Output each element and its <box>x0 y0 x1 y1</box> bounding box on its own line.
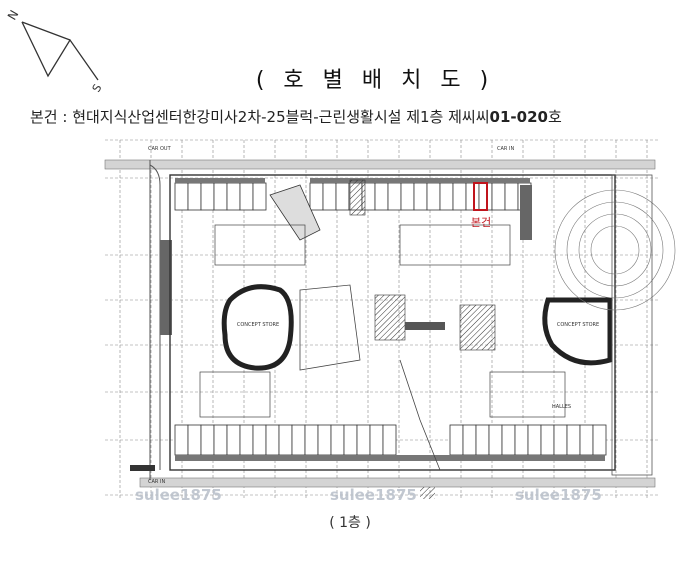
unit-cell <box>239 182 254 211</box>
unit-cell <box>553 424 568 456</box>
unit-cell <box>439 182 454 211</box>
unit-cell <box>343 424 358 456</box>
unit-cell <box>400 182 415 211</box>
unit-cell <box>488 424 503 456</box>
unit-cell <box>356 424 371 456</box>
unit-cell <box>374 182 389 211</box>
unit-cell <box>426 182 441 211</box>
halles-label: HALLES <box>552 404 571 410</box>
unit-cell <box>213 424 228 456</box>
unit-cell <box>187 182 202 211</box>
unit-cell <box>413 182 428 211</box>
unit-cell <box>369 424 384 456</box>
concept-store-left-label: CONCEPT STORE <box>237 322 279 328</box>
unit-cell <box>387 182 402 211</box>
compass-icon: N S <box>5 8 105 95</box>
subject-suffix: 호 <box>547 108 562 126</box>
unit-cell <box>462 424 477 456</box>
floor-plan: CONCEPT STORE CONCEPT STORE CAR OUT CAR … <box>104 139 676 504</box>
unit-cell <box>382 424 397 456</box>
watermark: sulee1875 <box>330 486 417 504</box>
unit-cell <box>309 182 324 211</box>
unit-cell <box>527 424 542 456</box>
subject-unit-number: 01-020 <box>489 108 548 126</box>
unit-cell <box>478 182 493 211</box>
subject-unit-label: 본건 <box>471 216 491 229</box>
unit-cell <box>213 182 228 211</box>
unit-cell <box>278 424 293 456</box>
unit-cell <box>504 182 519 211</box>
car-out-label: CAR OUT <box>148 146 172 152</box>
unit-cell <box>514 424 529 456</box>
unit-cell <box>465 182 480 211</box>
unit-cell <box>265 424 280 456</box>
unit-cell <box>566 424 581 456</box>
subject-prefix: 본건 : 현대지식산업센터한강미사2차-25블럭-근린생활시설 제1층 제씨씨 <box>30 108 490 126</box>
unit-cell <box>317 424 332 456</box>
unit-cell <box>449 424 464 456</box>
watermark: sulee1875 <box>135 486 222 504</box>
unit-cell <box>200 182 215 211</box>
unit-cell <box>322 182 337 211</box>
unit-cell <box>592 424 607 456</box>
unit-cell <box>475 424 490 456</box>
car-in-top-label: CAR IN <box>497 146 514 152</box>
unit-cell <box>304 424 319 456</box>
page-title: ( 호 별 배 치 도 ) <box>255 68 495 93</box>
unit-cell <box>252 424 267 456</box>
subject-property-line: 본건 : 현대지식산업센터한강미사2차-25블럭-근린생활시설 제1층 제씨씨0… <box>30 106 562 127</box>
unit-cell <box>200 424 215 456</box>
unit-cell <box>174 182 189 211</box>
unit-cell <box>239 424 254 456</box>
unit-cell <box>579 424 594 456</box>
watermark: sulee1875 <box>515 486 602 504</box>
unit-cell <box>252 182 267 211</box>
unit-cell <box>335 182 350 211</box>
unit-cell <box>174 424 189 456</box>
unit-cell <box>540 424 555 456</box>
unit-cell <box>330 424 345 456</box>
unit-cell <box>501 424 516 456</box>
car-in-bottom-label: CAR IN <box>148 479 165 485</box>
unit-cell <box>226 182 241 211</box>
unit-cell <box>291 424 306 456</box>
unit-cell <box>226 424 241 456</box>
subject-unit-highlight <box>473 182 488 211</box>
unit-cell <box>491 182 506 211</box>
floor-caption: ( 1층 ) <box>329 515 371 531</box>
concept-store-right-label: CONCEPT STORE <box>557 322 599 328</box>
unit-cell <box>452 182 467 211</box>
unit-cell <box>187 424 202 456</box>
